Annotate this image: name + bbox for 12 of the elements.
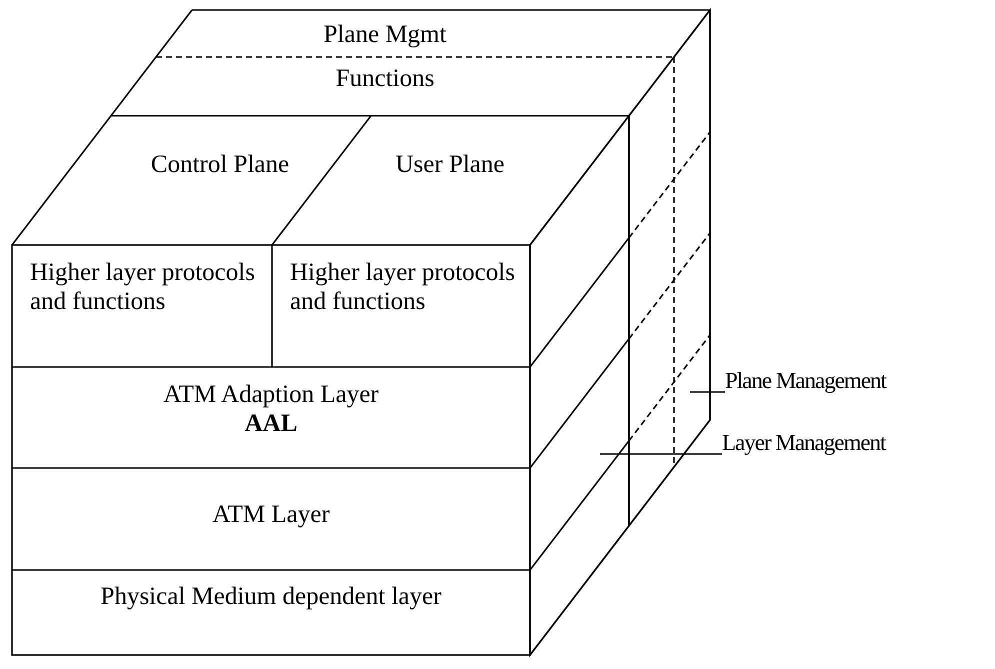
leader-line — [690, 391, 725, 393]
layer-label: ATM Layer — [12, 500, 530, 529]
layer-label: ATM Adaption Layer AAL — [12, 380, 530, 438]
layer-label: User Plane — [380, 150, 520, 179]
layer-label: Control Plane — [150, 150, 290, 179]
layer-label: Higher layer protocols and functions — [30, 258, 260, 316]
leader-line — [600, 453, 722, 455]
annotation-label: Layer Management — [722, 428, 886, 457]
layer-label: Physical Medium dependent layer — [12, 582, 530, 611]
layer-label: Higher layer protocols and functions — [290, 258, 520, 316]
annotation-label: Plane Management — [725, 366, 886, 395]
layer-label: Plane Mgmt Functions — [320, 13, 450, 101]
